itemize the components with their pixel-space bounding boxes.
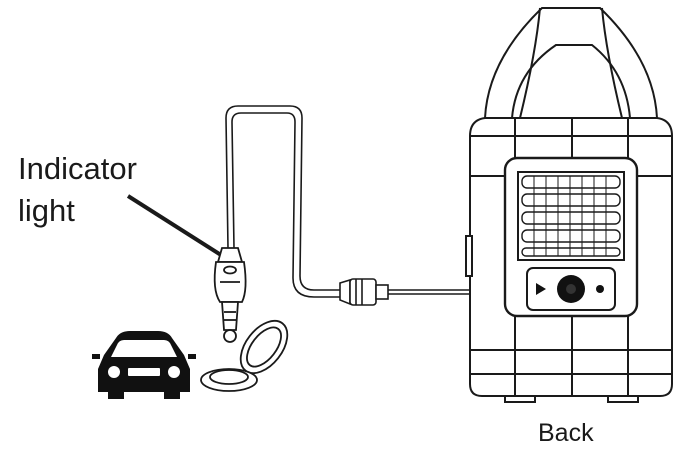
indicator-label-line1: Indicator — [18, 151, 137, 186]
car-icon — [92, 331, 196, 399]
indicator-light-label: Indicator light — [18, 148, 137, 232]
dc-input-port-icon — [536, 275, 604, 303]
cable-outer — [225, 105, 340, 291]
indicator-pointer-line — [126, 194, 234, 264]
back-view-label: Back — [538, 419, 594, 447]
power-station-device — [465, 7, 673, 403]
indicator-label-line2: light — [18, 193, 75, 228]
lighter-socket-cap-icon — [200, 319, 289, 392]
car-plug-icon — [213, 247, 247, 343]
cable-inner — [231, 112, 340, 298]
dc-plug-icon — [339, 278, 508, 306]
